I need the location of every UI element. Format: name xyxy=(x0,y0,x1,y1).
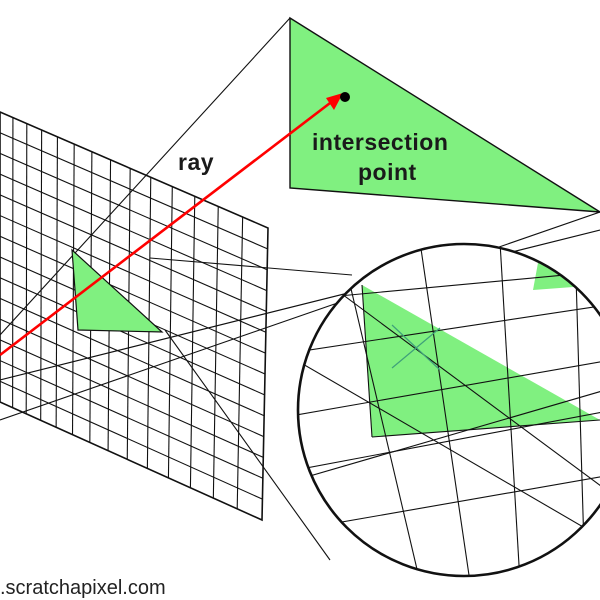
triangle-shape xyxy=(289,16,600,213)
grid-line xyxy=(167,186,173,478)
grid-line xyxy=(0,360,264,479)
grid-line xyxy=(0,297,265,417)
grid-line xyxy=(212,206,219,499)
grid-line xyxy=(0,380,263,500)
zoom-grid-line xyxy=(371,419,600,438)
grid-line xyxy=(0,152,268,271)
magnifier-circle xyxy=(296,242,600,578)
grid-line xyxy=(0,339,264,458)
zoom-grid-line xyxy=(419,244,471,576)
zoom-grid-line xyxy=(298,299,600,353)
grid-line xyxy=(0,235,266,354)
grid-line xyxy=(236,217,244,509)
zoom-grid-line xyxy=(339,244,421,576)
intersection-label-line2: point xyxy=(358,159,417,185)
zoom-grid-line xyxy=(298,354,600,416)
ray-label: ray xyxy=(178,149,214,175)
zoom-grid-line xyxy=(499,244,521,576)
zoomed-triangle-corner xyxy=(533,252,600,290)
grid-line xyxy=(0,132,268,250)
grid-line xyxy=(189,196,196,488)
grid-line xyxy=(0,215,267,333)
zoomed-triangle xyxy=(362,285,600,437)
intersection-dot xyxy=(340,92,350,102)
zoom-grid-line xyxy=(361,284,373,438)
site-credit: .scratchapixel.com xyxy=(0,577,166,599)
intersection-label-line1: intersection xyxy=(312,129,448,155)
projected-triangle xyxy=(71,248,164,333)
ray-line xyxy=(0,98,335,357)
zoom-content xyxy=(298,244,600,576)
image-plane xyxy=(0,111,269,522)
ray-arrowhead xyxy=(326,93,343,110)
grid-line xyxy=(0,173,267,292)
zoom-grid-line xyxy=(298,404,600,471)
grid-line xyxy=(0,277,265,396)
zoom-grid-line xyxy=(298,259,600,516)
zoom-grid-line xyxy=(298,469,600,531)
grid-line xyxy=(0,318,264,438)
